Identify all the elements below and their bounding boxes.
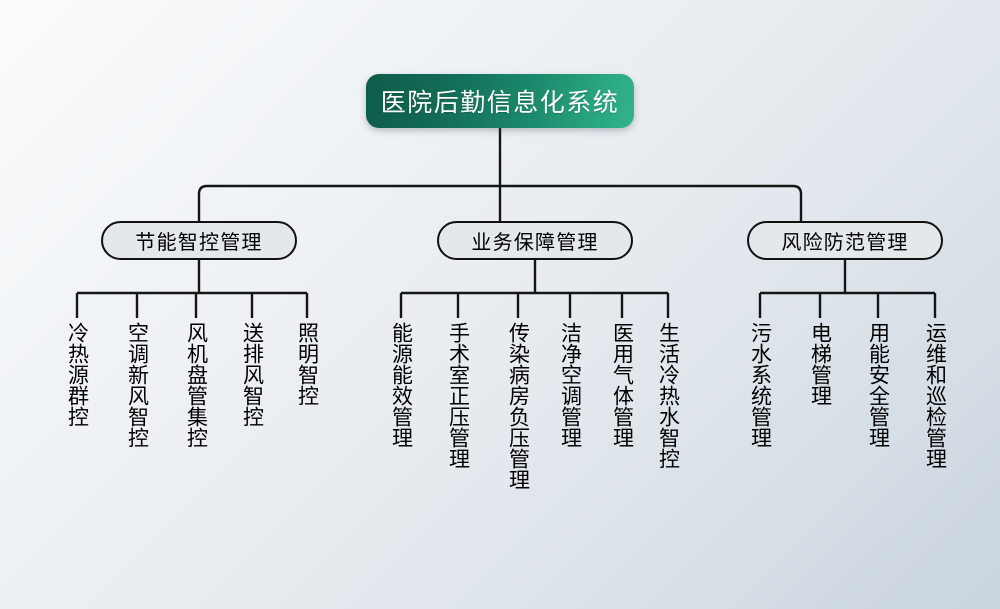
leaf-node[interactable]: 风机盘管集控 (183, 322, 209, 452)
leaf-node[interactable]: 用能安全管理 (865, 322, 891, 452)
leaf-node[interactable]: 传染病房负压管理 (505, 322, 531, 494)
leaf-node[interactable]: 能源能效管理 (388, 322, 414, 452)
leaf-node-label: 传染病房负压管理 (506, 322, 531, 490)
leaf-node-label: 能源能效管理 (389, 322, 414, 448)
leaf-node-label: 空调新风智控 (125, 322, 150, 448)
leaf-node-label: 污水系统管理 (748, 322, 773, 448)
leaf-node[interactable]: 电梯管理 (807, 322, 833, 410)
leaf-node[interactable]: 送排风智控 (239, 322, 265, 431)
category-node-energy-control[interactable]: 节能智控管理 (101, 221, 297, 260)
leaf-node-label: 照明智控 (295, 322, 320, 406)
category-node-risk-prevention[interactable]: 风险防范管理 (747, 221, 943, 260)
leaf-node[interactable]: 手术室正压管理 (445, 322, 471, 473)
leaf-node-label: 风机盘管集控 (184, 322, 209, 448)
leaf-node-label: 用能安全管理 (866, 322, 891, 448)
leaf-node-label: 生活冷热水智控 (656, 322, 681, 469)
root-node[interactable]: 医院后勤信息化系统 (366, 74, 634, 128)
root-node-label: 医院后勤信息化系统 (380, 88, 620, 117)
leaf-node[interactable]: 生活冷热水智控 (655, 322, 681, 473)
category-node-label: 业务保障管理 (471, 230, 599, 254)
leaf-node-label: 冷热源群控 (65, 322, 90, 427)
category-node-label: 节能智控管理 (135, 230, 263, 254)
connector-main-bus (197, 184, 803, 221)
leaf-node-label: 手术室正压管理 (446, 322, 471, 469)
leaf-node[interactable]: 污水系统管理 (747, 322, 773, 452)
leaf-node[interactable]: 照明智控 (294, 322, 320, 410)
category-node-business-support[interactable]: 业务保障管理 (437, 221, 633, 260)
leaf-node[interactable]: 洁净空调管理 (557, 322, 583, 452)
leaf-node[interactable]: 空调新风智控 (124, 322, 150, 452)
leaf-node-label: 运维和巡检管理 (923, 322, 948, 469)
leaf-node[interactable]: 运维和巡检管理 (922, 322, 948, 473)
leaf-node-label: 医用气体管理 (610, 322, 635, 448)
category-node-label: 风险防范管理 (781, 230, 909, 254)
leaf-node-label: 电梯管理 (808, 322, 833, 406)
leaf-node-label: 送排风智控 (240, 322, 265, 427)
leaf-node[interactable]: 医用气体管理 (609, 322, 635, 452)
leaf-node[interactable]: 冷热源群控 (64, 322, 90, 431)
leaf-node-label: 洁净空调管理 (558, 322, 583, 448)
